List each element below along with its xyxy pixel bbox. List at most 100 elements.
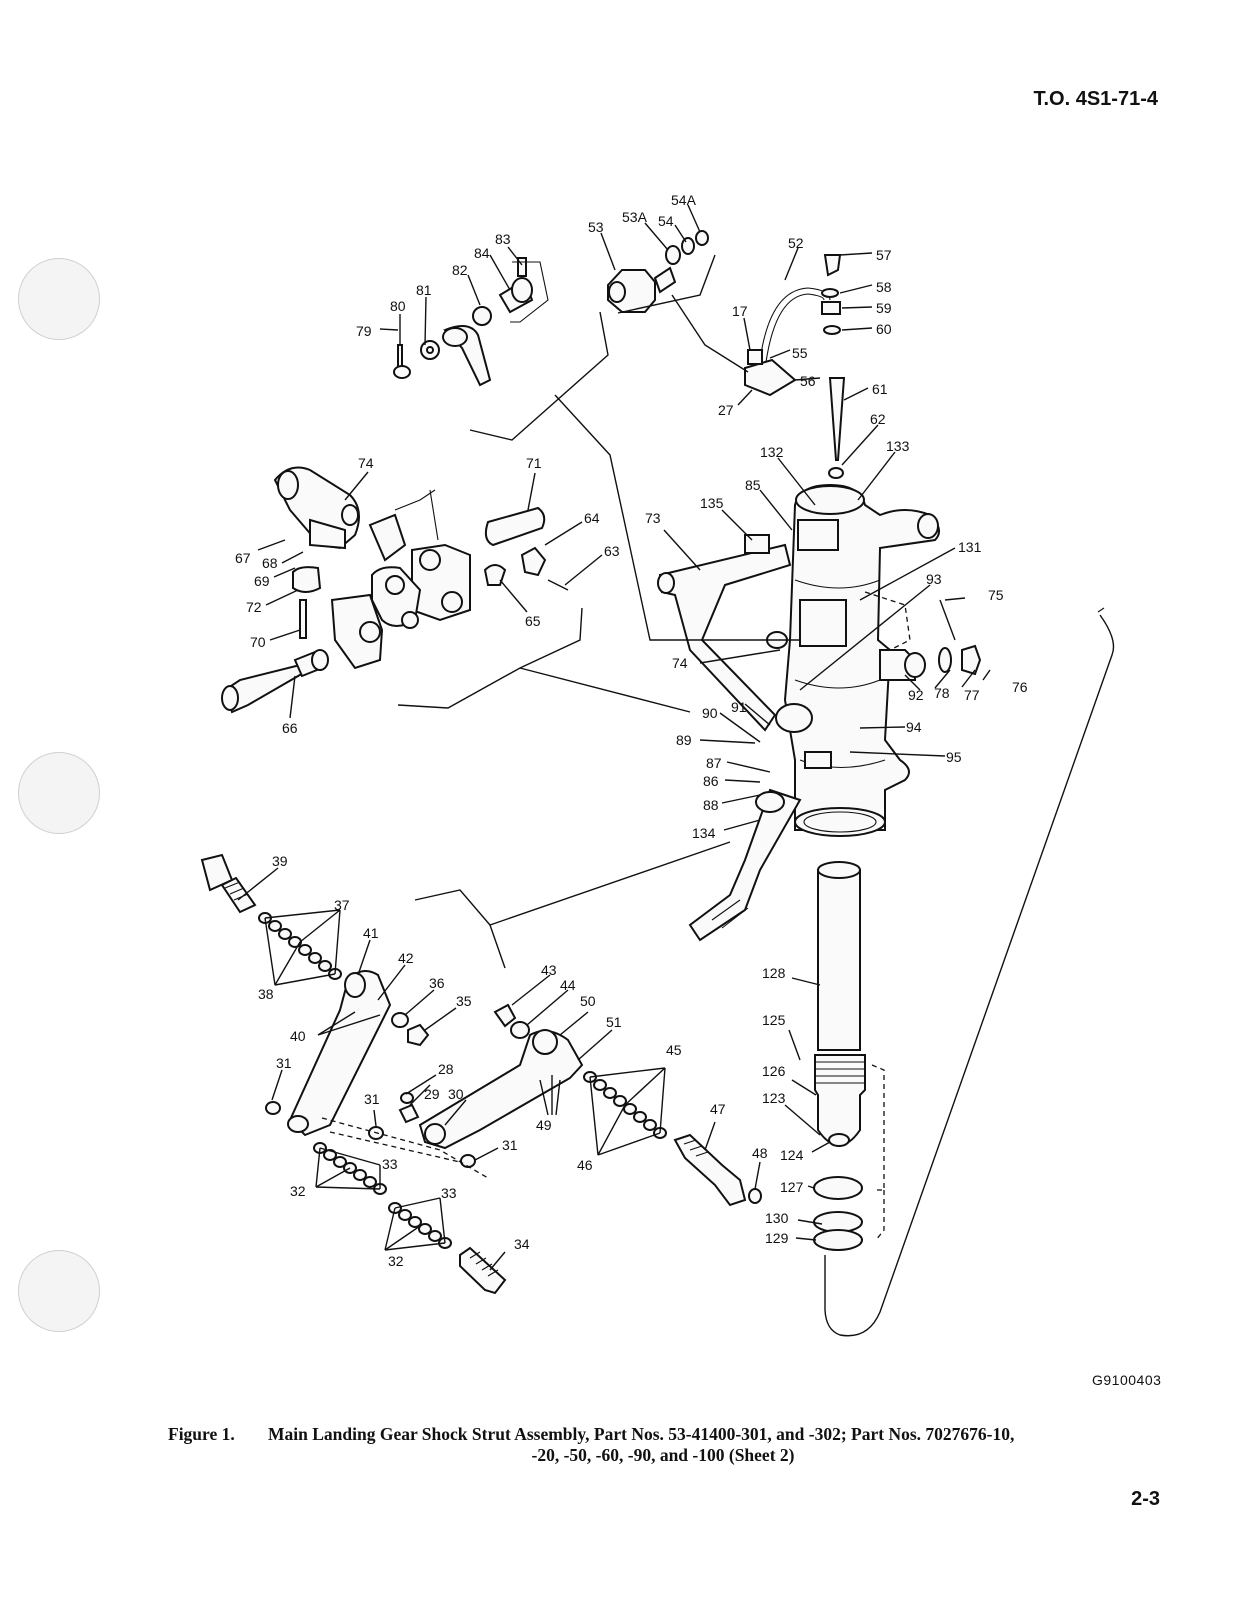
callout-59: 59 bbox=[876, 300, 892, 316]
callout-49: 49 bbox=[536, 1117, 552, 1133]
callout-61: 61 bbox=[872, 381, 888, 397]
callout-82: 82 bbox=[452, 262, 468, 278]
pin-link-assembly bbox=[393, 257, 549, 387]
callout-76: 76 bbox=[1012, 679, 1028, 695]
callout-94: 94 bbox=[906, 719, 922, 735]
callout-64: 64 bbox=[584, 510, 600, 526]
callout-78: 78 bbox=[934, 685, 950, 701]
callout-77: 77 bbox=[964, 687, 980, 703]
washer-stack-45 bbox=[583, 1071, 667, 1139]
callout-51: 51 bbox=[606, 1014, 622, 1030]
callout-75: 75 bbox=[988, 587, 1004, 603]
callout-66: 66 bbox=[282, 720, 298, 736]
callout-68: 68 bbox=[262, 555, 278, 571]
callout-31-left: 31 bbox=[276, 1055, 292, 1071]
callout-56: 56 bbox=[800, 373, 816, 389]
callout-triangles bbox=[264, 909, 666, 1251]
callout-35: 35 bbox=[456, 993, 472, 1009]
callout-47: 47 bbox=[710, 1101, 726, 1117]
callout-74-lower: 74 bbox=[672, 655, 688, 671]
callout-28: 28 bbox=[438, 1061, 454, 1077]
callout-33-lower: 33 bbox=[441, 1185, 457, 1201]
callout-43: 43 bbox=[541, 962, 557, 978]
callout-126: 126 bbox=[762, 1063, 786, 1079]
callout-67: 67 bbox=[235, 550, 251, 566]
callout-80: 80 bbox=[390, 298, 406, 314]
callout-48: 48 bbox=[752, 1145, 768, 1161]
callout-55: 55 bbox=[792, 345, 808, 361]
callout-124: 124 bbox=[780, 1147, 804, 1163]
callout-72: 72 bbox=[246, 599, 262, 615]
callout-37: 37 bbox=[334, 897, 350, 913]
callout-29: 29 bbox=[424, 1086, 440, 1102]
callout-135: 135 bbox=[700, 495, 724, 511]
callout-57: 57 bbox=[876, 247, 892, 263]
callout-labels: 54A 53A 54 53 52 57 58 59 60 17 55 56 61… bbox=[235, 192, 1028, 1269]
callout-30: 30 bbox=[448, 1086, 464, 1102]
callout-125: 125 bbox=[762, 1012, 786, 1028]
callout-91: 91 bbox=[731, 699, 747, 715]
leader-lines bbox=[237, 204, 991, 1271]
figure-caption-label: Figure 1. bbox=[168, 1424, 235, 1444]
axle-fitting-hardware bbox=[864, 591, 982, 681]
callout-27: 27 bbox=[718, 402, 734, 418]
callout-58: 58 bbox=[876, 279, 892, 295]
callout-69: 69 bbox=[254, 573, 270, 589]
callout-41: 41 bbox=[363, 925, 379, 941]
callout-65: 65 bbox=[525, 613, 541, 629]
callout-127: 127 bbox=[780, 1179, 804, 1195]
callout-88: 88 bbox=[703, 797, 719, 813]
callout-89: 89 bbox=[676, 732, 692, 748]
callout-46: 46 bbox=[577, 1157, 593, 1173]
callout-60: 60 bbox=[876, 321, 892, 337]
callout-84: 84 bbox=[474, 245, 490, 261]
document-number: T.O. 4S1-71-4 bbox=[1033, 88, 1158, 110]
callout-32-upper: 32 bbox=[290, 1183, 306, 1199]
orifice-and-hose-assembly bbox=[607, 230, 846, 479]
callout-52: 52 bbox=[788, 235, 804, 251]
callout-38: 38 bbox=[258, 986, 274, 1002]
callout-134: 134 bbox=[692, 825, 716, 841]
callout-53A: 53A bbox=[622, 209, 648, 225]
shock-strut-cylinder bbox=[783, 483, 940, 837]
piston-rod bbox=[813, 861, 885, 1251]
callout-31-right: 31 bbox=[502, 1137, 518, 1153]
callout-133: 133 bbox=[886, 438, 910, 454]
callout-85: 85 bbox=[745, 477, 761, 493]
callout-73: 73 bbox=[645, 510, 661, 526]
group-brackets bbox=[397, 254, 1115, 1337]
washer-stack-37 bbox=[258, 912, 342, 980]
callout-63: 63 bbox=[604, 543, 620, 559]
callout-42: 42 bbox=[398, 950, 414, 966]
callout-93: 93 bbox=[926, 571, 942, 587]
callout-81: 81 bbox=[416, 282, 432, 298]
callout-33-upper: 33 bbox=[382, 1156, 398, 1172]
binder-hole-top bbox=[18, 258, 100, 340]
callout-32-lower: 32 bbox=[388, 1253, 404, 1269]
callout-54: 54 bbox=[658, 213, 674, 229]
callout-95: 95 bbox=[946, 749, 962, 765]
callout-132: 132 bbox=[760, 444, 784, 460]
binder-hole-middle bbox=[18, 752, 100, 834]
callout-31-middle: 31 bbox=[364, 1091, 380, 1107]
figure-caption-line1: Main Landing Gear Shock Strut Assembly, … bbox=[268, 1424, 1015, 1444]
callout-128: 128 bbox=[762, 965, 786, 981]
binder-hole-bottom bbox=[18, 1250, 100, 1332]
callout-50: 50 bbox=[580, 993, 596, 1009]
link-arm-assembly bbox=[200, 853, 762, 1295]
figure-caption: Figure 1. Main Landing Gear Shock Strut A… bbox=[168, 1424, 1158, 1466]
callout-90: 90 bbox=[702, 705, 718, 721]
figure-caption-line2: -20, -50, -60, -90, and -100 (Sheet 2) bbox=[531, 1445, 795, 1465]
callout-54A: 54A bbox=[671, 192, 697, 208]
drag-arm bbox=[657, 534, 792, 732]
page-number: 2-3 bbox=[1131, 1488, 1160, 1510]
callout-79: 79 bbox=[356, 323, 372, 339]
callout-36: 36 bbox=[429, 975, 445, 991]
drawing-id: G9100403 bbox=[1092, 1372, 1162, 1388]
callout-87: 87 bbox=[706, 755, 722, 771]
lower-torque-link bbox=[688, 703, 813, 942]
callout-86: 86 bbox=[703, 773, 719, 789]
callout-130: 130 bbox=[765, 1210, 789, 1226]
callout-123: 123 bbox=[762, 1090, 786, 1106]
